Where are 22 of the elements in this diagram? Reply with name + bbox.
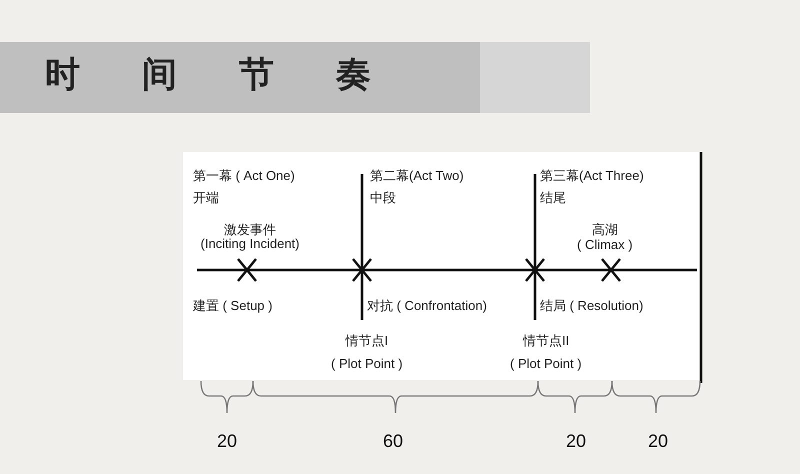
timeline-label: 第一幕 ( Act One)	[193, 169, 295, 182]
duration-value: 20	[566, 432, 586, 450]
title: 时间节奏	[45, 54, 433, 96]
timeline-label: ( Plot Point )	[331, 357, 403, 370]
timeline-label: 结尾	[540, 191, 566, 204]
timeline-label: 高湖	[592, 223, 618, 236]
duration-value: 20	[648, 432, 668, 450]
timeline-label: 情节点I	[346, 334, 388, 347]
timeline-label: 开端	[193, 191, 219, 204]
duration-value: 60	[383, 432, 404, 450]
timeline-label: ( Climax )	[577, 238, 633, 251]
timeline-label: 对抗 ( Confrontation)	[367, 299, 487, 312]
duration-value: 20	[217, 432, 238, 450]
timeline-label: 情节点II	[523, 334, 570, 347]
timeline-label: (Inciting Incident)	[200, 237, 300, 250]
timeline-label: 第二幕(Act Two)	[370, 169, 464, 182]
timeline-label: 中段	[370, 191, 396, 204]
timeline-label: 建置 ( Setup )	[193, 299, 272, 312]
timeline-label: 结局 ( Resolution)	[540, 299, 644, 312]
timeline-label: ( Plot Point )	[510, 357, 582, 370]
timeline-label: 第三幕(Act Three)	[540, 169, 644, 182]
timeline-label: 激发事件	[224, 223, 276, 236]
